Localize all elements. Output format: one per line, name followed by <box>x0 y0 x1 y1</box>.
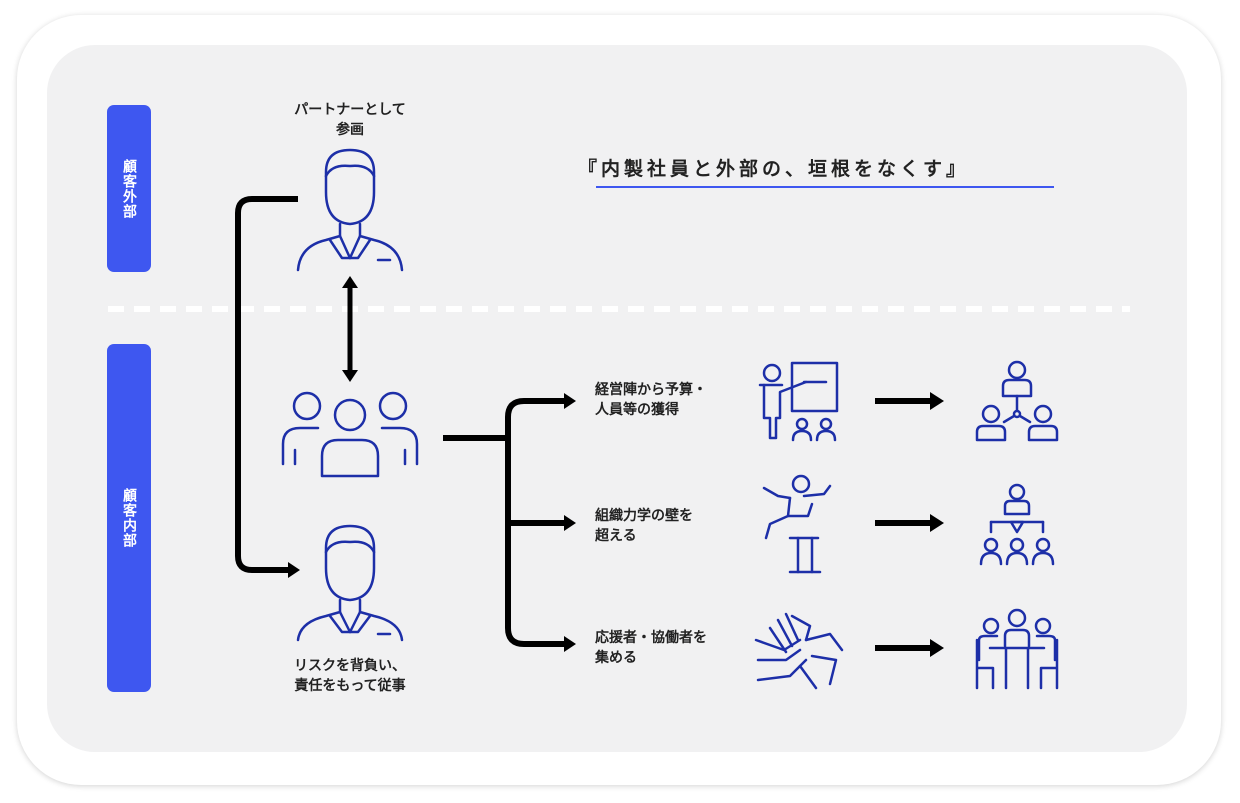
branch-arrowhead-2 <box>564 515 576 531</box>
meeting-table-icon <box>975 608 1059 690</box>
org-chart-icon <box>979 483 1055 566</box>
tab-customer-outside: 顧客外部 <box>107 105 151 272</box>
tab-customer-outside-label: 顧客外部 <box>121 158 137 219</box>
result-arrowhead-2 <box>930 514 944 532</box>
outcome-label-1: 経営陣から予算・ 人員等の獲得 <box>595 382 707 418</box>
partner-label: パートナーとして 参画 <box>294 102 406 138</box>
presentation-icon <box>758 361 839 442</box>
tab-customer-inside-label: 顧客内部 <box>121 488 137 548</box>
double-arrow-down-head <box>342 370 358 382</box>
double-arrow-up-head <box>342 276 358 288</box>
hands-together-icon <box>754 612 844 690</box>
outcome-label-3: 応援者・協働者を 集める <box>595 630 707 666</box>
tab-customer-inside: 顧客内部 <box>107 344 151 692</box>
branch-arrowhead-1 <box>564 393 576 409</box>
partner-person-icon <box>296 148 404 272</box>
member-label: リスクを背負い、 責任をもって従事 <box>294 658 406 694</box>
headline: 『内製社員と外部の、垣根をなくす』 <box>578 158 970 180</box>
result-arrowhead-3 <box>930 639 944 657</box>
hurdle-jump-icon <box>762 474 832 574</box>
team-group-icon <box>281 391 419 478</box>
hierarchy-team-icon <box>975 360 1059 442</box>
result-arrowhead-1 <box>930 392 944 410</box>
member-person-icon <box>296 524 404 642</box>
headline-underline <box>596 186 1054 188</box>
partner-member-bracket <box>235 196 298 573</box>
bracket-arrowhead <box>288 562 300 578</box>
outcome-label-2: 組織力学の壁を 超える <box>595 508 693 544</box>
branch-arrowhead-3 <box>564 636 576 652</box>
